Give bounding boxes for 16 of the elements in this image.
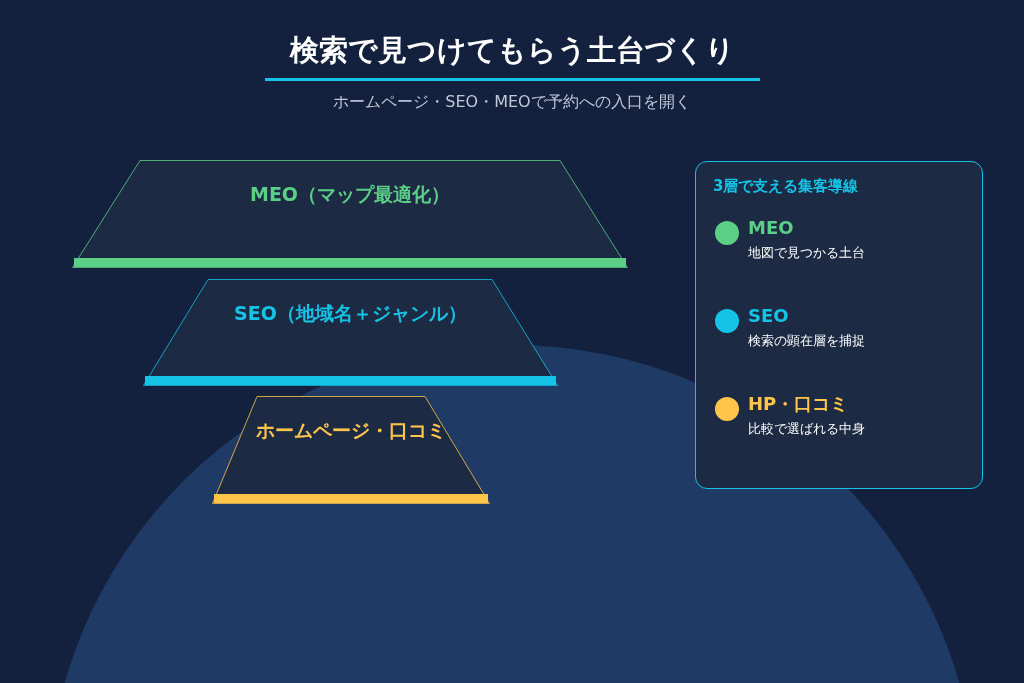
title: 検索で見つけてもらう土台づくり	[288, 32, 736, 69]
layer-label: MEO（マップ最適化）	[248, 182, 451, 206]
subtitle: ホームページ・SEO・MEOで予約への入口を開く	[332, 91, 692, 113]
layer-trapezoid	[72, 160, 628, 268]
legend-description: 比較で選ばれる中身	[748, 420, 865, 438]
layer-trapezoid	[143, 279, 558, 386]
legend-label: SEO	[748, 304, 789, 328]
layer-label: SEO（地域名＋ジャンル）	[233, 301, 468, 325]
legend-label: HP・口コミ	[748, 392, 849, 416]
legend-heading: 3層で支える集客導線	[713, 176, 859, 196]
layer-label: ホームページ・口コミ	[255, 418, 447, 442]
layer-trapezoid	[212, 396, 490, 504]
legend-description: 地図で見つかる土台	[748, 244, 865, 262]
legend-label: MEO	[748, 216, 794, 240]
legend-panel	[695, 161, 983, 489]
legend-description: 検索の顕在層を捕捉	[748, 332, 865, 350]
